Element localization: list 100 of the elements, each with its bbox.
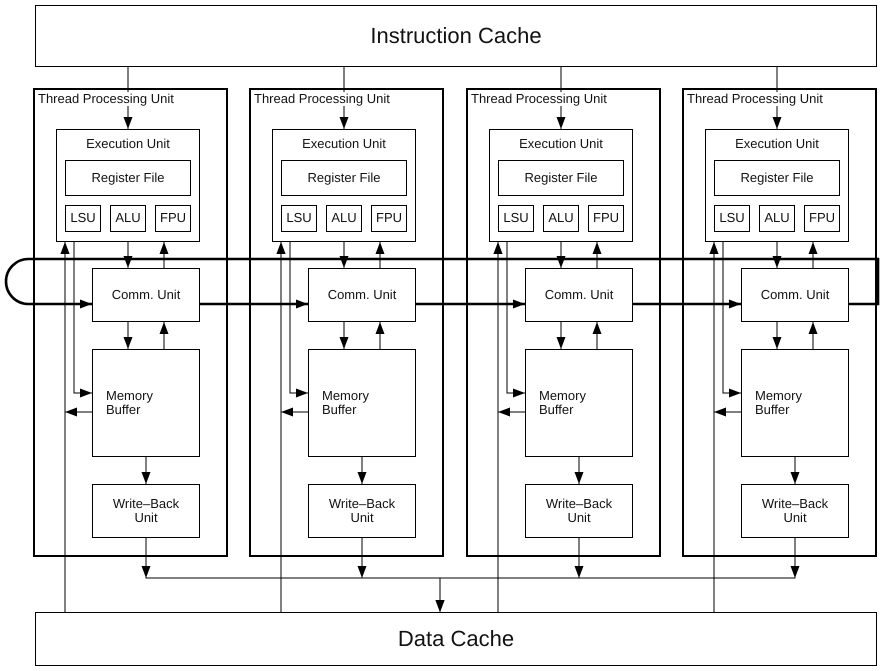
write-back-box bbox=[741, 484, 849, 538]
unit-label: Execution Unit bbox=[302, 137, 386, 152]
arrow bbox=[358, 456, 366, 484]
unit-label: Memory Buffer bbox=[106, 388, 154, 418]
cache-box bbox=[35, 5, 877, 67]
arrow bbox=[60, 242, 92, 416]
arrow bbox=[124, 322, 132, 350]
arrow bbox=[808, 322, 818, 350]
unit-label: Write–Back Unit bbox=[112, 496, 180, 526]
arrow bbox=[592, 322, 602, 350]
unit-label: FPU bbox=[593, 211, 619, 226]
unit-label: Write–Back Unit bbox=[544, 496, 614, 526]
register-file-box bbox=[281, 160, 407, 196]
functional-unit-box bbox=[498, 205, 534, 232]
arrow bbox=[592, 242, 602, 268]
arrow bbox=[494, 242, 526, 416]
write-back-box bbox=[308, 484, 416, 538]
execution-unit-box bbox=[489, 129, 633, 242]
unit-label: Thread Processing Unit bbox=[687, 92, 823, 106]
arrow bbox=[556, 322, 566, 350]
arrow bbox=[574, 456, 584, 484]
comm-unit-box bbox=[525, 268, 633, 322]
write-back-box bbox=[525, 484, 633, 538]
arrow bbox=[772, 242, 782, 268]
arrow bbox=[710, 242, 742, 416]
arrow bbox=[160, 242, 168, 268]
arrow bbox=[556, 242, 566, 268]
arrow bbox=[790, 456, 800, 484]
unit-label: Register File bbox=[92, 170, 164, 186]
unit-label: Execution Unit bbox=[519, 137, 603, 152]
execution-unit-box bbox=[705, 129, 849, 242]
arrow bbox=[808, 242, 818, 268]
arrow bbox=[633, 300, 741, 308]
arrow bbox=[160, 322, 168, 350]
arrow bbox=[74, 242, 92, 398]
unit-label: Comm. Unit bbox=[328, 288, 396, 302]
unit-label: Memory Buffer bbox=[755, 388, 803, 418]
functional-unit-box bbox=[326, 205, 362, 232]
comm-unit-box bbox=[92, 268, 200, 322]
functional-unit-box bbox=[588, 205, 624, 232]
unit-label: LSU bbox=[503, 211, 529, 226]
functional-unit-box bbox=[543, 205, 579, 232]
register-file-box bbox=[714, 160, 840, 196]
functional-unit-box bbox=[714, 205, 750, 232]
functional-unit-box bbox=[804, 205, 840, 232]
arrow bbox=[722, 242, 742, 398]
unit-label: FPU bbox=[376, 211, 402, 226]
write-back-box bbox=[92, 484, 200, 538]
unit-label: Comm. Unit bbox=[544, 288, 614, 302]
comm-unit-box bbox=[741, 268, 849, 322]
cache-label: Instruction Cache bbox=[370, 24, 542, 48]
functional-unit-box bbox=[110, 205, 146, 232]
unit-label: Memory Buffer bbox=[539, 388, 587, 418]
unit-label: LSU bbox=[286, 211, 312, 226]
arrow bbox=[506, 242, 526, 398]
arrow bbox=[376, 242, 384, 268]
arrow bbox=[340, 242, 348, 268]
execution-unit-box bbox=[56, 129, 200, 242]
arrow bbox=[772, 322, 782, 350]
memory-buffer-box bbox=[741, 349, 849, 457]
unit-label: Comm. Unit bbox=[760, 288, 830, 302]
arrow bbox=[416, 300, 525, 308]
cache-label: Data Cache bbox=[398, 626, 514, 652]
unit-label: Register File bbox=[308, 170, 380, 186]
unit-label: Write–Back Unit bbox=[760, 496, 830, 526]
unit-label: ALU bbox=[764, 211, 790, 226]
unit-label: LSU bbox=[719, 211, 745, 226]
unit-label: ALU bbox=[115, 211, 141, 226]
arrow bbox=[436, 538, 800, 612]
arrow bbox=[4, 258, 880, 308]
unit-label: Comm. Unit bbox=[112, 288, 180, 302]
functional-unit-box bbox=[65, 205, 101, 232]
unit-label: Thread Processing Unit bbox=[38, 92, 174, 106]
unit-container bbox=[466, 88, 661, 557]
unit-label: Execution Unit bbox=[86, 137, 170, 152]
memory-buffer-box bbox=[308, 349, 416, 457]
functional-unit-box bbox=[759, 205, 795, 232]
unit-container bbox=[682, 88, 877, 557]
functional-unit-box bbox=[371, 205, 407, 232]
arrow bbox=[290, 242, 308, 398]
unit-label: Memory Buffer bbox=[322, 388, 370, 418]
arrow bbox=[276, 242, 308, 416]
unit-label: ALU bbox=[548, 211, 574, 226]
unit-container bbox=[33, 88, 228, 557]
unit-label: Thread Processing Unit bbox=[471, 92, 607, 106]
unit-label: Register File bbox=[524, 170, 598, 186]
unit-label: Register File bbox=[740, 170, 814, 186]
functional-unit-box bbox=[155, 205, 191, 232]
memory-buffer-box bbox=[525, 349, 633, 457]
execution-unit-box bbox=[272, 129, 416, 242]
memory-buffer-box bbox=[92, 349, 200, 457]
unit-label: FPU bbox=[160, 211, 186, 226]
register-file-box bbox=[65, 160, 191, 196]
cache-box bbox=[35, 612, 877, 666]
unit-label: LSU bbox=[70, 211, 96, 226]
unit-label: ALU bbox=[331, 211, 357, 226]
comm-unit-box bbox=[308, 268, 416, 322]
arrow bbox=[200, 300, 308, 308]
unit-label: Thread Processing Unit bbox=[254, 92, 390, 106]
unit-label: Execution Unit bbox=[735, 137, 819, 152]
